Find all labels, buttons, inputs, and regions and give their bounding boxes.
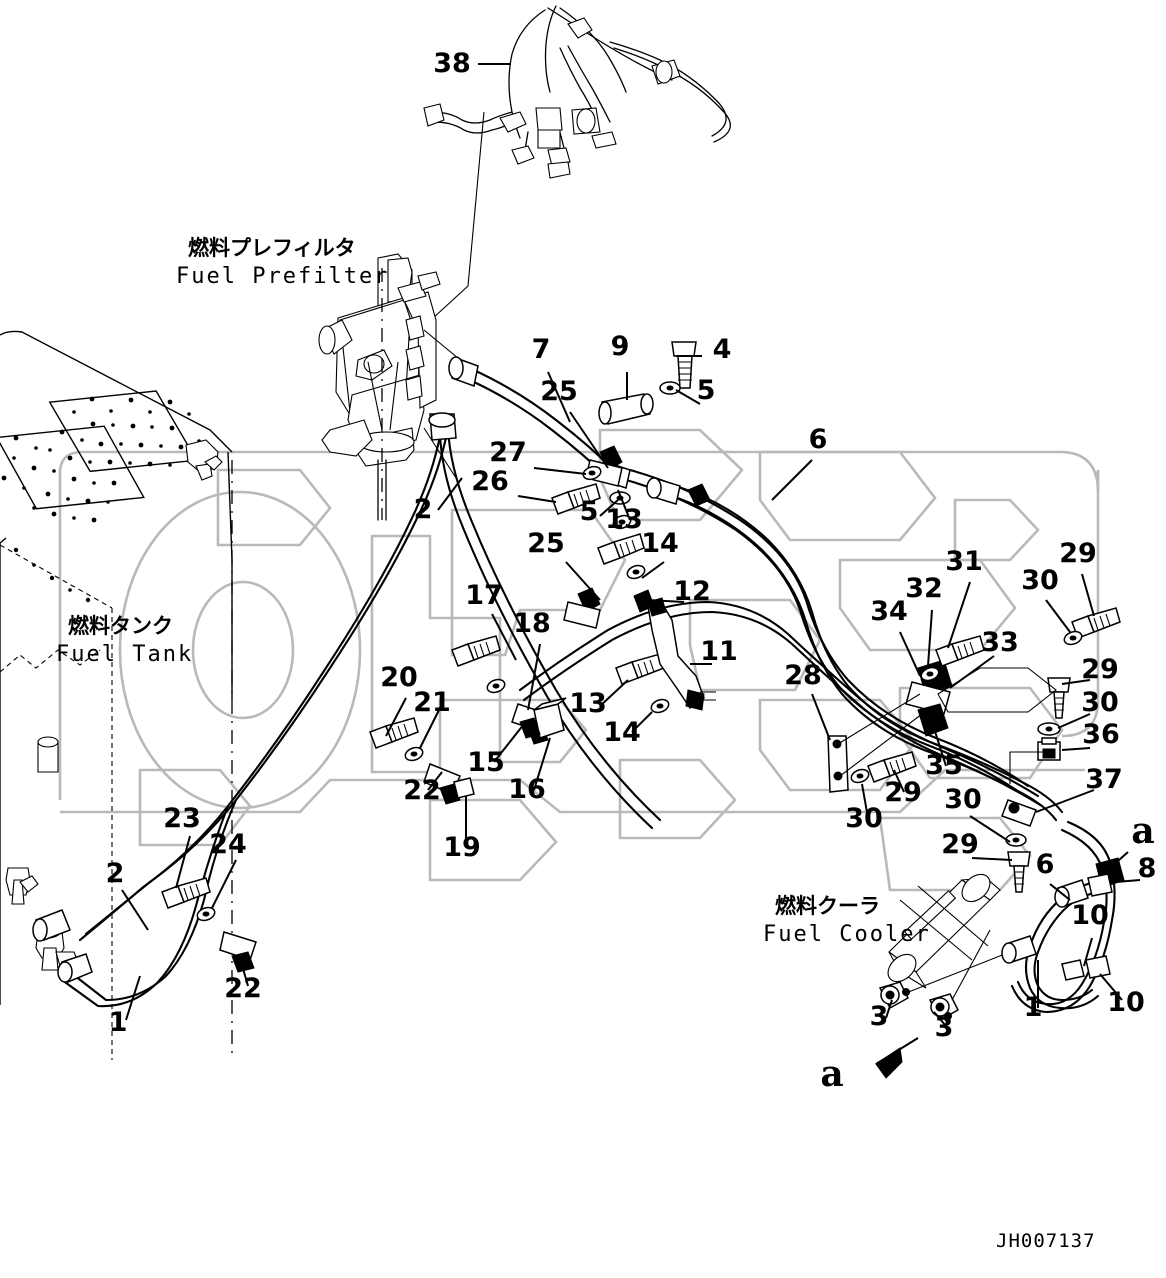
callout-number: 30	[944, 784, 982, 815]
callout-number: 13	[569, 688, 607, 719]
bolt-23	[161, 877, 211, 909]
callout-number: 36	[1082, 719, 1120, 750]
callout-number: 10	[1071, 900, 1109, 931]
callout-number: 29	[884, 777, 922, 808]
callout-number: 5	[697, 375, 716, 406]
component-label-jp-fuel-tank: 燃料タンク	[68, 614, 173, 638]
callout-number: 11	[700, 636, 738, 667]
bolt-17	[451, 635, 501, 667]
callout-number: 14	[603, 717, 641, 748]
hose-2-and-1-left	[32, 412, 662, 1008]
callout-number: 32	[905, 573, 943, 604]
callout-number: 6	[809, 424, 828, 455]
callout-number: 8	[1138, 853, 1157, 884]
callout-number: 17	[465, 580, 503, 611]
callout-number: 25	[540, 376, 578, 407]
callout-number: 1	[109, 1007, 128, 1038]
bolt-20	[369, 717, 419, 749]
callout-number: 35	[925, 750, 963, 781]
fitting-3-lower	[878, 981, 909, 1010]
callout-number: 31	[945, 546, 983, 577]
callout-number: 22	[403, 775, 441, 806]
drawing-number: JH007137	[996, 1230, 1096, 1252]
callout-number: 30	[845, 803, 883, 834]
callout-number: 4	[713, 334, 732, 365]
part-38-harness	[423, 5, 731, 179]
callout-number: 26	[471, 466, 509, 497]
callout-number: 15	[467, 747, 505, 778]
callout-number: 28	[784, 660, 822, 691]
tread-perforations	[1, 396, 201, 603]
callout-number: 25	[527, 528, 565, 559]
fuel-cooler-assembly	[878, 873, 1021, 1022]
callout-number: 1	[1024, 992, 1043, 1023]
section-marks: aa	[820, 810, 1154, 1095]
callout-number: 22	[224, 973, 262, 1004]
callout-number: 7	[532, 334, 551, 365]
tank-corner-bracket	[185, 439, 223, 481]
callout-number: 19	[443, 832, 481, 863]
callout-number: 6	[1036, 849, 1055, 880]
callout-number: 14	[641, 528, 679, 559]
callout-number: 21	[413, 687, 451, 718]
section-mark: a	[820, 1053, 843, 1095]
callout-number: 20	[380, 662, 418, 693]
component-label-jp-fuel-prefilter: 燃料プレフィルタ	[188, 236, 356, 260]
bolt-29-bracket	[867, 751, 917, 783]
component-label-en-fuel-tank: Fuel Tank	[56, 642, 193, 667]
callout-number: 29	[1059, 538, 1097, 569]
sleeve-9	[598, 393, 654, 425]
callout-number: 38	[433, 48, 471, 79]
callout-number: 34	[870, 596, 908, 627]
callout-number: 29	[1081, 654, 1119, 685]
callout-number: 5	[580, 496, 599, 527]
component-name-labels: 燃料プレフィルタ Fuel Prefilter 燃料タンク Fuel Tank 燃料クー…	[56, 236, 931, 947]
callout-number: 2	[106, 858, 125, 889]
hose-12-arc	[518, 600, 1044, 808]
hardware-fasteners	[161, 341, 1121, 922]
callout-number: 27	[489, 437, 527, 468]
part-11-bracket	[647, 597, 716, 711]
callout-number: 23	[163, 803, 201, 834]
bolt-31	[935, 635, 985, 667]
component-label-en-fuel-prefilter: Fuel Prefilter	[176, 264, 389, 289]
callout-number: 3	[870, 1001, 889, 1032]
callout-number: 30	[1081, 687, 1119, 718]
callout-number: 24	[209, 829, 247, 860]
callout-number: 18	[513, 608, 551, 639]
tank-tread-plate-2	[0, 425, 145, 510]
callout-number: 37	[1085, 764, 1123, 795]
callout-number: 30	[1021, 565, 1059, 596]
callout-number: 29	[941, 829, 979, 860]
bolt-25-mid	[597, 533, 645, 565]
bolt-26	[551, 483, 601, 515]
component-label-jp-fuel-cooler: 燃料クーラ	[775, 894, 880, 918]
bolt-29-bottom	[1007, 851, 1031, 893]
leader-lines	[121, 355, 1141, 1027]
callout-number: 33	[981, 627, 1019, 658]
section-mark: a	[1131, 810, 1154, 852]
callout-number: 2	[414, 494, 433, 525]
callout-number: 16	[508, 774, 546, 805]
fitting-7-left	[448, 356, 479, 388]
hose-7	[448, 356, 620, 486]
callout-number: 3	[935, 1012, 954, 1043]
part-28-bracket-plate	[827, 693, 923, 793]
callout-number: 12	[673, 576, 711, 607]
component-label-en-fuel-cooler: Fuel Cooler	[763, 922, 931, 947]
hose-loop-bottom-right	[1001, 820, 1125, 1014]
bolt-13-mid	[615, 653, 665, 685]
callout-number: 10	[1107, 987, 1145, 1018]
callout-number: 9	[611, 331, 630, 362]
section-arrow-a	[875, 851, 1129, 1079]
fuel-prefilter-assembly	[318, 253, 471, 521]
callout-number: 13	[605, 504, 643, 535]
